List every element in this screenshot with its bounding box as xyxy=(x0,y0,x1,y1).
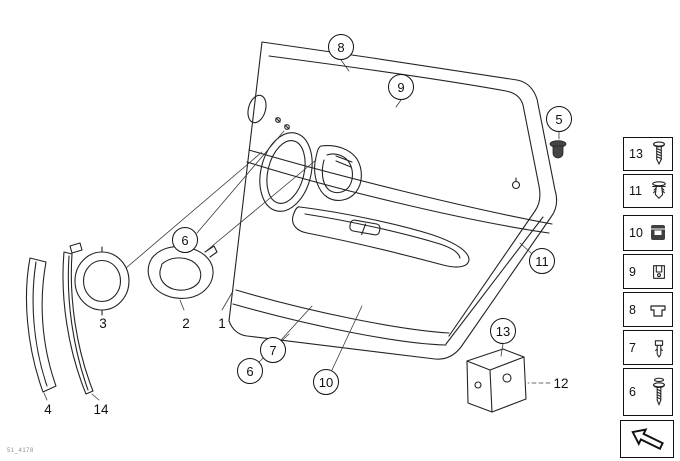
armrest xyxy=(292,206,470,268)
legend-item-8[interactable]: 8 xyxy=(623,292,673,327)
nav-arrow-box[interactable] xyxy=(620,420,674,458)
legend-number: 9 xyxy=(629,264,636,279)
lock-pin-hole xyxy=(511,177,521,190)
callout-9[interactable]: 9 xyxy=(388,74,414,100)
screw-washer-icon xyxy=(653,377,665,407)
callout-6-lower[interactable]: 6 xyxy=(237,358,263,384)
legend-item-10[interactable]: 10 xyxy=(623,215,673,251)
clip-nut-icon xyxy=(651,225,665,240)
snap-fastener-icon xyxy=(654,339,664,358)
part-label-1[interactable]: 1 xyxy=(218,316,226,331)
legend-number: 11 xyxy=(629,184,642,198)
legend-number: 10 xyxy=(629,226,643,240)
legend-item-11[interactable]: 11 xyxy=(623,174,673,208)
part-label-14[interactable]: 14 xyxy=(93,402,109,417)
handle-screws-detail xyxy=(275,117,290,130)
door-panel-outline xyxy=(228,41,558,360)
callout-7[interactable]: 7 xyxy=(260,337,286,363)
part-label-4[interactable]: 4 xyxy=(44,402,52,417)
callout-13[interactable]: 13 xyxy=(490,318,516,344)
trim-strip-part4 xyxy=(25,257,57,393)
trim-strip-part14 xyxy=(62,242,94,395)
legend-item-7[interactable]: 7 xyxy=(623,330,673,365)
panel-speaker-oval xyxy=(247,94,313,212)
back-arrow-icon xyxy=(631,428,664,451)
part-label-3[interactable]: 3 xyxy=(99,316,107,331)
pull-handle-part2 xyxy=(147,245,218,299)
expansion-rivet-icon xyxy=(652,181,666,199)
legend-item-13[interactable]: 13 xyxy=(623,137,673,171)
legend-item-9[interactable]: 9 xyxy=(623,254,673,289)
legend-number: 7 xyxy=(629,340,636,355)
legend-item-6[interactable]: 6 xyxy=(623,368,673,416)
bracket-part12 xyxy=(466,348,527,413)
callout-11[interactable]: 11 xyxy=(529,248,555,274)
speaker-ring-part3 xyxy=(74,246,130,316)
leader-lines xyxy=(43,59,560,401)
legend-number: 13 xyxy=(629,147,643,161)
door-pull-recess xyxy=(314,145,362,201)
callout-5[interactable]: 5 xyxy=(546,106,572,132)
part-label-12[interactable]: 12 xyxy=(553,376,569,391)
callout-8[interactable]: 8 xyxy=(328,34,354,60)
spring-clip-icon xyxy=(653,264,665,279)
part-label-2[interactable]: 2 xyxy=(182,316,190,331)
flat-clip-icon xyxy=(650,304,666,317)
screw-icon xyxy=(653,141,665,166)
clip-part5 xyxy=(549,140,567,159)
legend-number: 6 xyxy=(629,385,636,399)
diagram-code: 51_4178 xyxy=(7,448,34,454)
legend-number: 8 xyxy=(629,302,636,317)
callout-6-upper[interactable]: 6 xyxy=(172,227,198,253)
callout-10[interactable]: 10 xyxy=(313,369,339,395)
